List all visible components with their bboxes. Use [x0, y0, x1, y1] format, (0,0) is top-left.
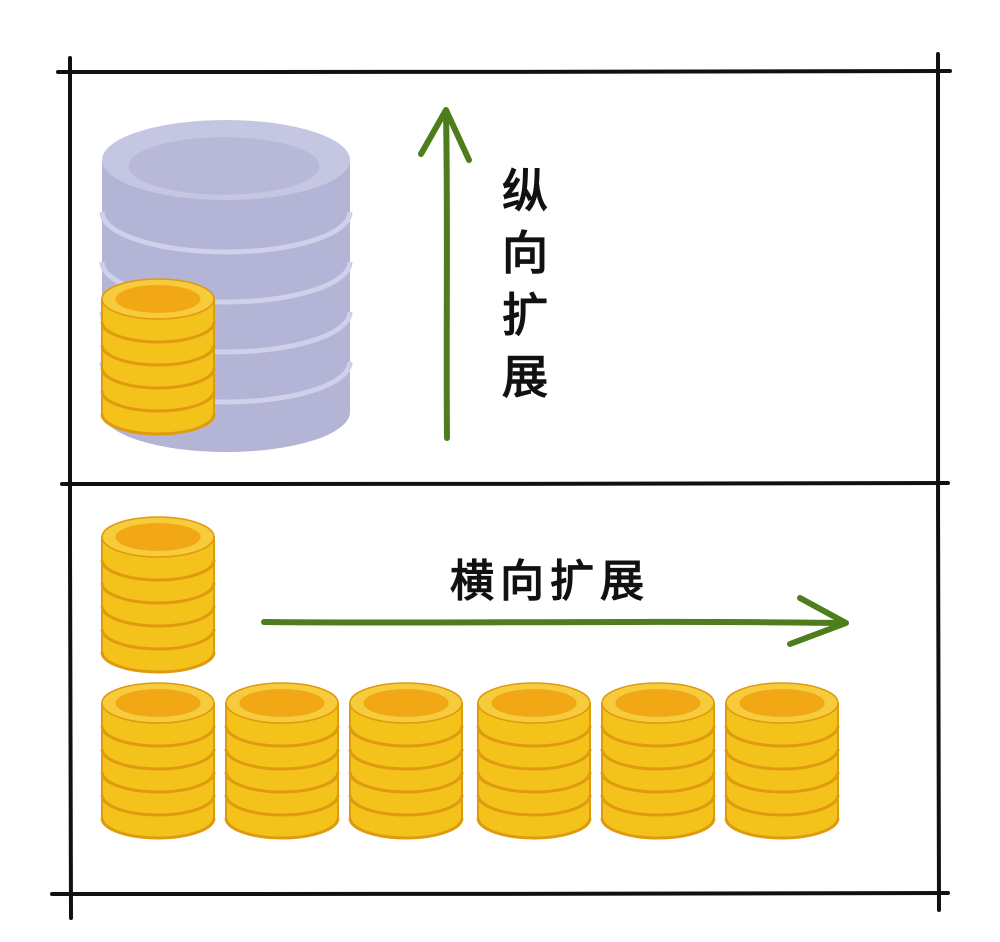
coin-edge — [100, 748, 216, 771]
coin-edge — [100, 344, 216, 367]
coin-edge — [100, 651, 216, 674]
coin-edge — [100, 771, 216, 794]
arrow-up-icon — [418, 107, 472, 441]
coin-edge — [224, 771, 340, 794]
coin-edge — [476, 771, 592, 794]
coin-edge — [348, 771, 464, 794]
coin-edge — [476, 725, 592, 748]
coin-edge — [724, 817, 840, 840]
vertical-label-char: 扩 — [502, 288, 548, 342]
arrow-up-shaft — [443, 109, 450, 441]
coin-edge — [224, 794, 340, 817]
coin-edge — [724, 771, 840, 794]
coin-edge — [600, 771, 716, 794]
coin-edge — [100, 817, 216, 840]
coin-edge — [724, 725, 840, 748]
coin-edge — [100, 413, 216, 436]
arrow-right-icon — [261, 595, 849, 647]
coin-edge — [100, 628, 216, 651]
coin-edge — [100, 582, 216, 605]
coin-edge — [224, 725, 340, 748]
coin-stack — [600, 682, 716, 840]
coin-edge — [724, 794, 840, 817]
coin-stack — [724, 682, 840, 840]
coin-center — [115, 523, 201, 551]
coin-edge — [476, 794, 592, 817]
coin-edge — [100, 605, 216, 628]
coin-edge — [348, 817, 464, 840]
coin-center — [115, 285, 201, 313]
coin-stack — [476, 682, 592, 840]
coin-edge — [600, 748, 716, 771]
vertical-label-char: 向 — [502, 226, 548, 280]
coin-stack-icon — [100, 278, 216, 436]
arrow-right-shaft — [261, 618, 845, 626]
server-segment-rim — [99, 261, 353, 305]
frame-top-line — [56, 69, 952, 75]
horizontal-coin-stacks — [100, 516, 840, 840]
coin-edge — [600, 817, 716, 840]
coin-edge — [600, 725, 716, 748]
arrow-up-head — [418, 107, 472, 163]
coin-edge — [476, 748, 592, 771]
coin-edge — [100, 725, 216, 748]
coin-center — [615, 689, 701, 717]
frame-left-line — [67, 56, 73, 920]
coin-edge — [224, 817, 340, 840]
coin-edge — [348, 725, 464, 748]
vertical-scaling-label: 纵 向 扩 展 — [493, 160, 557, 408]
coin-stack — [348, 682, 464, 840]
frame-right-line — [935, 52, 941, 912]
coin-edge — [476, 817, 592, 840]
coin-stack — [100, 682, 216, 840]
coin-center — [239, 689, 325, 717]
coin-stack — [224, 682, 340, 840]
vertical-label-char: 展 — [502, 350, 548, 404]
coin-center — [363, 689, 449, 717]
coin-center — [115, 689, 201, 717]
frame-middle-line — [60, 481, 950, 487]
frame-bottom-line — [50, 891, 950, 897]
coin-edge — [100, 367, 216, 390]
coin-edge — [348, 794, 464, 817]
coin-stack — [100, 278, 216, 436]
coin-stack — [100, 516, 216, 674]
vertical-label-char: 纵 — [502, 164, 548, 218]
server-segment-rim — [99, 211, 353, 255]
coin-edge — [724, 748, 840, 771]
coin-edge — [100, 390, 216, 413]
horizontal-scaling-label: 横向扩展 — [450, 556, 650, 607]
coin-edge — [224, 748, 340, 771]
coin-edge — [100, 559, 216, 582]
coin-edge — [100, 321, 216, 344]
server-top-inner — [128, 137, 320, 195]
frame-lines — [50, 52, 952, 920]
arrow-right-head — [787, 595, 849, 647]
coin-center — [491, 689, 577, 717]
coin-center — [739, 689, 825, 717]
coin-edge — [100, 794, 216, 817]
coin-edge — [348, 748, 464, 771]
coin-edge — [600, 794, 716, 817]
